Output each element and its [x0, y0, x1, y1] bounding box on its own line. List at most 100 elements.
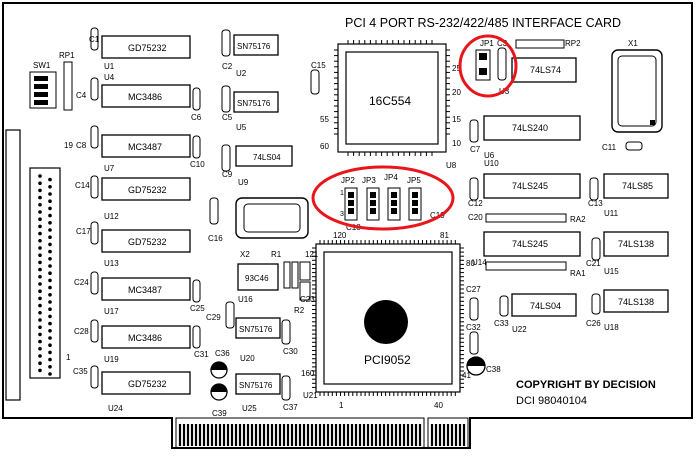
svg-text:C6: C6 — [191, 113, 202, 122]
svg-text:U10: U10 — [484, 159, 499, 168]
connector-pin — [38, 246, 42, 250]
svg-text:C15: C15 — [311, 61, 326, 70]
svg-text:U4: U4 — [104, 73, 115, 82]
svg-text:C19: C19 — [430, 211, 445, 220]
jumper-block: JP2 JP3 JP4 JP5 1 3 C18 C19 — [340, 173, 445, 232]
svg-text:C35: C35 — [73, 367, 88, 376]
svg-text:C20: C20 — [468, 213, 483, 222]
svg-text:SN75176: SN75176 — [237, 99, 271, 108]
connector-pin — [48, 177, 52, 182]
svg-text:41: 41 — [462, 371, 471, 380]
svg-text:74LS138: 74LS138 — [618, 239, 654, 249]
jp1-highlight-ellipse — [458, 34, 518, 98]
crystal-x2: X2 — [235, 197, 309, 259]
connector-pin — [48, 264, 52, 268]
jumper-header — [387, 187, 401, 221]
connector-pin — [48, 242, 52, 247]
svg-text:R2: R2 — [294, 306, 305, 315]
svg-text:U8: U8 — [446, 161, 457, 170]
svg-text:C3: C3 — [497, 39, 508, 48]
svg-text:SN75176: SN75176 — [239, 325, 273, 334]
connector-pin — [38, 253, 42, 257]
svg-text:74LS04: 74LS04 — [253, 153, 281, 162]
jumper-pin — [370, 192, 376, 198]
svg-text:120: 120 — [333, 231, 347, 240]
svg-text:JP5: JP5 — [407, 176, 421, 185]
connector-pin — [38, 303, 42, 308]
connector-pin — [48, 249, 52, 254]
svg-text:U19: U19 — [104, 355, 119, 364]
connector-pin — [48, 199, 52, 203]
svg-text:U18: U18 — [604, 323, 619, 332]
connector-pin — [38, 203, 42, 207]
connector-pin — [48, 213, 52, 218]
svg-text:81: 81 — [440, 231, 449, 240]
chip-u16: 93C46 U16 R1 R2 C23 — [237, 250, 315, 315]
connector-pin — [38, 195, 42, 200]
svg-text:C36: C36 — [215, 349, 230, 358]
jumper-pin — [391, 200, 397, 206]
svg-text:80: 80 — [466, 259, 475, 268]
svg-text:PCI9052: PCI9052 — [364, 353, 411, 367]
svg-text:C30: C30 — [283, 347, 298, 356]
connector-pin — [48, 329, 52, 333]
jumpers-highlight-ellipse — [311, 165, 455, 231]
connector-pin — [48, 372, 52, 376]
svg-text:C5: C5 — [222, 113, 233, 122]
svg-text:C32: C32 — [466, 323, 481, 332]
svg-text:160: 160 — [301, 369, 315, 378]
connector-pin — [48, 278, 52, 283]
svg-text:U15: U15 — [604, 267, 619, 276]
connector-pin — [38, 231, 42, 236]
svg-text:X2: X2 — [240, 250, 250, 259]
svg-text:1: 1 — [66, 353, 71, 362]
svg-text:20: 20 — [452, 88, 461, 97]
svg-text:U17: U17 — [104, 307, 119, 316]
dip-switch-sw1: SW1 RP1 — [29, 51, 75, 111]
jumper-pin — [348, 208, 354, 214]
svg-text:C26: C26 — [586, 319, 601, 328]
svg-text:GD75232: GD75232 — [128, 43, 167, 53]
jumper-pin — [370, 200, 376, 206]
jumper-pin — [391, 192, 397, 198]
jumper-pin — [348, 200, 354, 206]
svg-text:U14: U14 — [472, 258, 487, 267]
svg-text:74LS240: 74LS240 — [512, 123, 548, 133]
connector-pin — [48, 336, 52, 340]
svg-text:10: 10 — [452, 139, 461, 148]
chip-u3: 74LS74 — [511, 57, 577, 83]
svg-text:U1: U1 — [104, 62, 115, 71]
connector-pin — [38, 275, 42, 279]
db-connector — [5, 129, 61, 401]
connector-pin — [48, 350, 52, 355]
connector-pin — [38, 318, 42, 322]
connector-pin — [38, 260, 42, 265]
svg-text:GD75232: GD75232 — [128, 237, 167, 247]
jumper-pin — [412, 192, 418, 198]
svg-text:C38: C38 — [486, 365, 501, 374]
connector-pin — [48, 314, 52, 319]
svg-text:C1: C1 — [89, 35, 100, 44]
board-outline — [2, 2, 693, 449]
svg-text:U25: U25 — [242, 404, 257, 413]
svg-text:C17: C17 — [76, 227, 91, 236]
chip-u8-uart: 16C554 25 20 15 10 55 60 U8 C15 — [310, 40, 461, 170]
jumper-pin — [412, 200, 418, 206]
svg-text:U5: U5 — [236, 123, 247, 132]
connector-pin — [38, 174, 42, 178]
connector-pin — [48, 192, 52, 196]
connector-pin — [48, 343, 52, 348]
svg-text:19: 19 — [64, 141, 73, 150]
